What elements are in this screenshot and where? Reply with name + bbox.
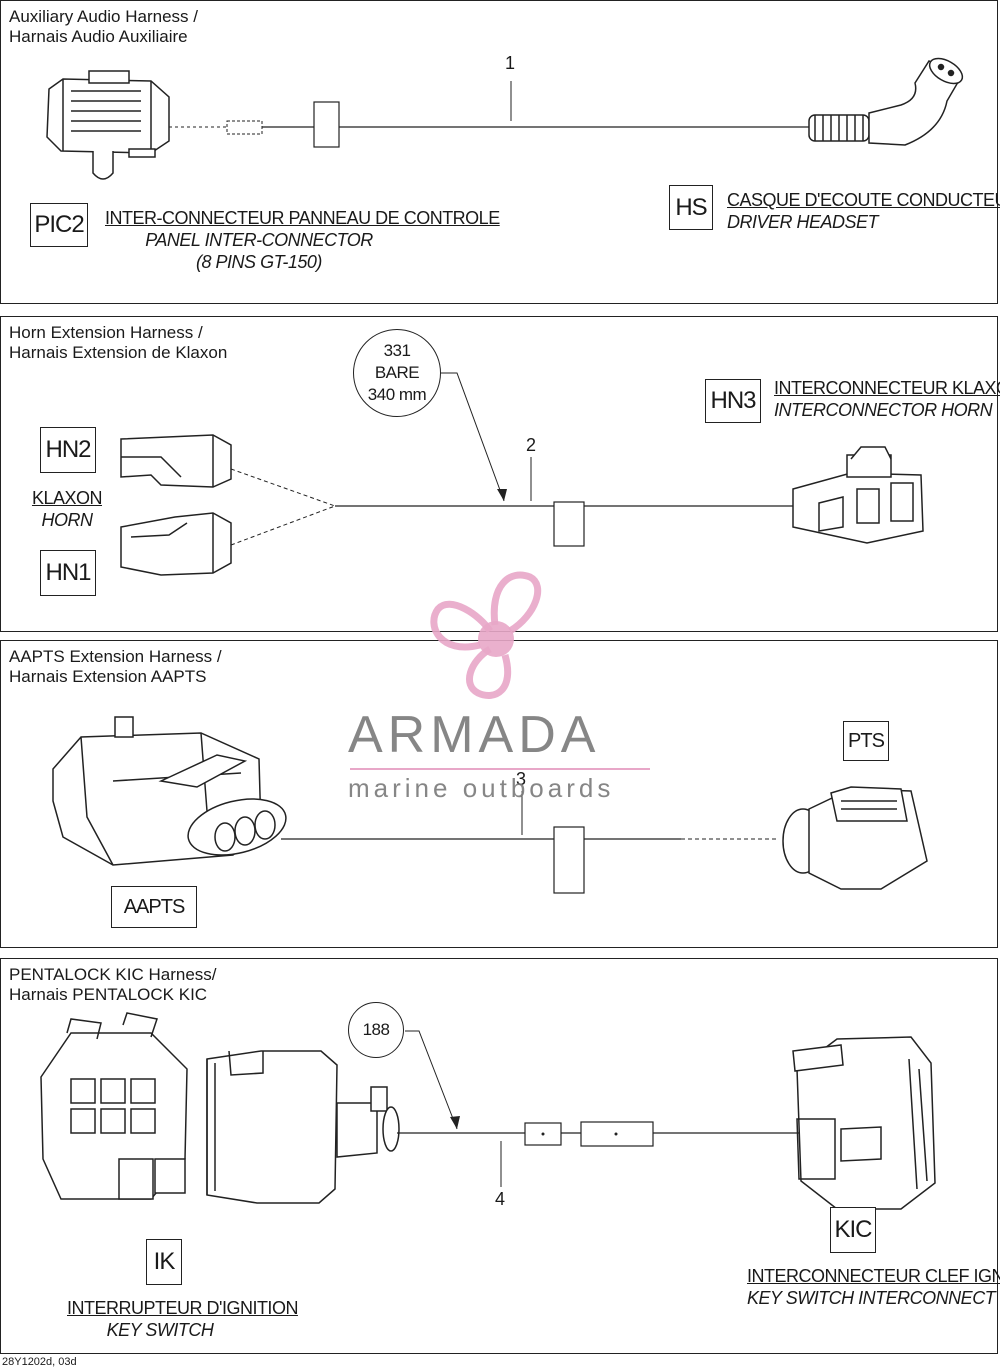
aapts-code-box: AAPTS: [111, 886, 197, 928]
pic2-connector-drawing: [46, 70, 170, 180]
hn2-terminal-drawing: [120, 434, 232, 488]
hs-code-box: HS: [669, 185, 713, 230]
ik-label-fr: INTERRUPTEUR D'IGNITION: [67, 1298, 298, 1318]
callout-line-1: 188: [362, 1020, 390, 1039]
horn-harness-drawing: [120, 372, 924, 576]
item-number: 2: [526, 435, 537, 455]
hn1-code-box: HN1: [40, 550, 96, 596]
ik-keyswitch-drawing: [40, 1012, 400, 1204]
kic-label-en: KEY SWITCH INTERCONNECT: [747, 1288, 996, 1308]
kic-connector-drawing: [792, 1036, 936, 1210]
hn3-code-box: HN3: [705, 379, 761, 423]
callout-line-2: BARE: [374, 363, 420, 382]
pic2-label-extra: (8 PINS GT-150): [196, 252, 322, 272]
kic-code-box: KIC: [830, 1207, 876, 1253]
pic2-label-fr: INTER-CONNECTEUR PANNEAU DE CONTROLE: [105, 208, 500, 228]
panel-title: Auxiliary Audio Harness / Harnais Audio …: [9, 7, 198, 46]
item-number: 3: [516, 769, 527, 789]
audio-harness-drawing: [46, 57, 964, 180]
drawing-reference: 28Y1202d, 03d: [2, 1356, 77, 1368]
pentalock-harness-drawing: [40, 1012, 936, 1210]
panel-title: AAPTS Extension Harness / Harnais Extens…: [9, 647, 222, 686]
kic-label-fr: INTERCONNECTEUR CLEF IGNITION: [747, 1266, 1000, 1286]
panel-auxiliary-audio-harness: Auxiliary Audio Harness / Harnais Audio …: [0, 0, 1000, 304]
panel-pentalock-kic-harness: PENTALOCK KIC Harness/ Harnais PENTALOCK…: [0, 958, 1000, 1354]
pic2-label-en: PANEL INTER-CONNECTOR: [145, 230, 373, 250]
ik-label-en: KEY SWITCH: [106, 1320, 214, 1340]
aapts-connector-drawing: [52, 716, 287, 866]
ik-label: INTERRUPTEUR D'IGNITION KEY SWITCH: [67, 1297, 298, 1341]
hn3-connector-drawing: [792, 446, 924, 544]
length-callout: 188: [348, 1002, 404, 1058]
panel-aapts-extension-harness: AAPTS Extension Harness / Harnais Extens…: [0, 640, 998, 948]
hs-label-en: DRIVER HEADSET: [727, 212, 879, 232]
hn1-terminal-drawing: [120, 512, 232, 576]
pic2-code-box: PIC2: [30, 203, 88, 247]
horn-label: KLAXON HORN: [31, 487, 103, 531]
hn3-label-en: INTERCONNECTOR HORN: [774, 400, 993, 420]
callout-line-1: 331: [383, 341, 411, 360]
item-number: 4: [495, 1189, 506, 1209]
aapts-harness-drawing: [52, 716, 928, 894]
hn3-label-fr: INTERCONNECTEUR KLAXON: [774, 378, 1000, 398]
pic2-label: INTER-CONNECTEUR PANNEAU DE CONTROLE PAN…: [105, 207, 500, 273]
horn-label-en: HORN: [41, 510, 94, 530]
hs-label: CASQUE D'ECOUTE CONDUCTEUR DRIVER HEADSE…: [727, 189, 1000, 233]
panel-horn-extension-harness: Horn Extension Harness / Harnais Extensi…: [0, 316, 1000, 632]
hs-connector-drawing: [808, 57, 964, 146]
horn-label-fr: KLAXON: [31, 488, 103, 508]
item-number: 1: [505, 53, 516, 73]
length-callout: 331 BARE 340 mm: [353, 329, 441, 417]
pts-code-box: PTS: [843, 721, 889, 761]
pts-connector-drawing: [782, 786, 928, 890]
hn3-label: INTERCONNECTEUR KLAXON INTERCONNECTOR HO…: [774, 377, 1000, 421]
ik-code-box: IK: [146, 1239, 182, 1285]
callout-line-3: 340 mm: [367, 385, 427, 404]
hs-label-fr: CASQUE D'ECOUTE CONDUCTEUR: [727, 190, 1000, 210]
panel-title: Horn Extension Harness / Harnais Extensi…: [9, 323, 228, 362]
kic-label: INTERCONNECTEUR CLEF IGNITION KEY SWITCH…: [747, 1265, 1000, 1309]
panel-title: PENTALOCK KIC Harness/ Harnais PENTALOCK…: [9, 965, 217, 1004]
hn2-code-box: HN2: [40, 427, 96, 473]
